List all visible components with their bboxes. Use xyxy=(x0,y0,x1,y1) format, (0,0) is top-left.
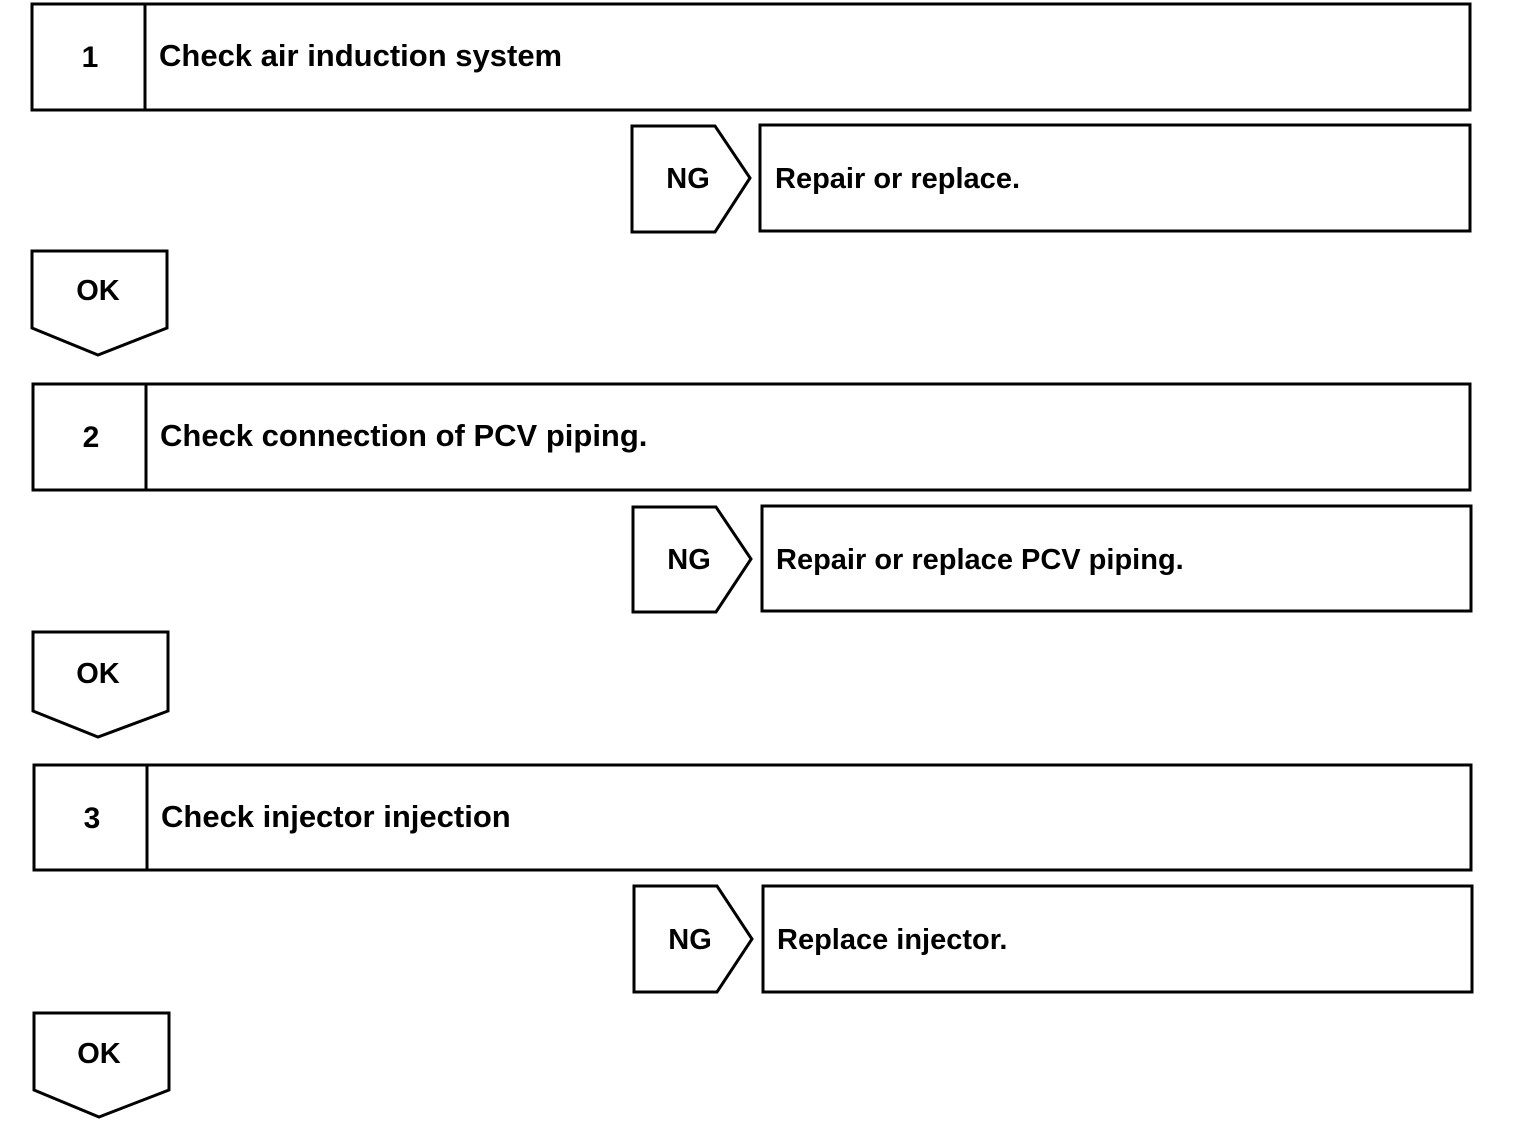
ok-arrow-shape xyxy=(30,249,169,357)
step-title: Check injector injection xyxy=(161,799,511,834)
step-3: 3 Check injector injection NG Replace in… xyxy=(32,763,1474,1119)
ng-label: NG xyxy=(666,163,710,195)
ng-arrow-shape xyxy=(632,884,754,994)
step-title: Check air induction system xyxy=(159,38,562,73)
step-title: Check connection of PCV piping. xyxy=(160,418,647,453)
ok-arrow-shape xyxy=(32,1011,171,1119)
ng-action-text: Repair or replace. xyxy=(775,163,1020,195)
step-number: 2 xyxy=(83,421,100,454)
ng-action-box xyxy=(760,504,1473,613)
ok-label: OK xyxy=(76,275,120,307)
ng-action-text: Replace injector. xyxy=(777,924,1008,956)
ng-label: NG xyxy=(668,924,712,956)
step-box: 1 Check air induction system xyxy=(30,2,1472,112)
step-box: 3 Check injector injection xyxy=(32,763,1473,872)
step-1: 1 Check air induction system NG Repair o… xyxy=(30,2,1472,357)
ok-label: OK xyxy=(77,1038,121,1070)
ng-branch: NG Repair or replace PCV piping. xyxy=(631,504,1473,614)
ng-label: NG xyxy=(667,544,711,576)
ng-branch: NG Replace injector. xyxy=(632,884,1474,994)
ok-branch: OK xyxy=(31,630,170,739)
step-number: 3 xyxy=(84,802,101,835)
ok-branch: OK xyxy=(30,249,169,357)
ng-action-text: Repair or replace PCV piping. xyxy=(776,544,1184,576)
step-box: 2 Check connection of PCV piping. xyxy=(31,382,1472,492)
ng-arrow-shape xyxy=(631,505,753,614)
ok-arrow-shape xyxy=(31,630,170,739)
step-number: 1 xyxy=(82,41,99,74)
ng-branch: NG Repair or replace. xyxy=(630,123,1472,234)
ng-action-box xyxy=(761,884,1474,994)
step-2: 2 Check connection of PCV piping. NG Rep… xyxy=(31,382,1473,739)
ok-branch: OK xyxy=(32,1011,171,1119)
ok-label: OK xyxy=(76,658,120,690)
ng-arrow-shape xyxy=(630,124,752,234)
ng-action-box xyxy=(758,123,1472,233)
